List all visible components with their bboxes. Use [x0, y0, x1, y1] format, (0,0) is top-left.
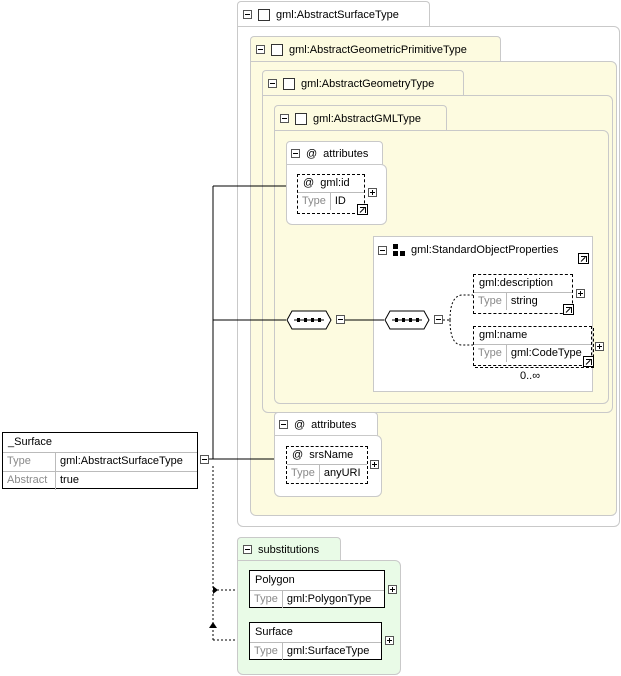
minus-icon[interactable] [243, 10, 252, 19]
plus-icon[interactable] [370, 460, 379, 469]
type-key: Type [474, 345, 507, 362]
element-name: gml:name [479, 329, 528, 341]
group-name: gml:StandardObjectProperties [411, 244, 559, 256]
element-name: gml:description [479, 277, 553, 289]
element-name: _Surface [8, 436, 53, 448]
multiplicity-shadow [475, 328, 594, 368]
attributes-tab[interactable]: @ attributes [286, 141, 383, 165]
element-name: Surface [255, 626, 293, 638]
element-type: string [510, 295, 538, 307]
substitutions-label: substitutions [258, 543, 320, 556]
type-key: Type [250, 591, 283, 608]
minus-icon[interactable] [280, 114, 289, 123]
attributes-label: attributes [311, 418, 357, 431]
tab-geometric-primitive-type[interactable]: gml:AbstractGeometricPrimitiveType [250, 36, 501, 62]
element-name: Polygon [255, 574, 295, 586]
minus-icon[interactable] [243, 545, 252, 554]
attribute-type: anyURI [323, 467, 361, 479]
plus-icon[interactable] [595, 342, 604, 351]
tab-gml-type[interactable]: gml:AbstractGMLType [274, 105, 447, 131]
minus-icon[interactable] [256, 45, 265, 54]
type-key: Type [298, 193, 331, 210]
minus-icon[interactable] [336, 315, 345, 324]
substitutions-tab[interactable]: substitutions [237, 537, 341, 561]
at-symbol: @ [306, 147, 318, 160]
plus-icon[interactable] [388, 585, 397, 594]
type-key: Type [250, 643, 283, 660]
type-label: gml:AbstractGeometricPrimitiveType [289, 43, 467, 56]
minus-icon[interactable] [291, 149, 300, 158]
sequence-icon[interactable] [286, 310, 332, 330]
minus-icon[interactable] [268, 79, 277, 88]
attributes-label: attributes [323, 147, 369, 160]
plus-icon[interactable] [368, 188, 377, 197]
at-symbol: @ [292, 449, 304, 461]
at-symbol: @ [303, 177, 315, 189]
element-type: gml:SurfaceType [286, 645, 370, 657]
plus-icon[interactable] [576, 289, 585, 298]
attribute-name: srsName [309, 449, 354, 461]
minus-icon[interactable] [378, 245, 387, 255]
type-key: Type [287, 465, 320, 482]
type-key: Type [3, 453, 56, 471]
type-label: gml:AbstractSurfaceType [276, 8, 399, 21]
abstract-value: true [60, 474, 79, 486]
attribute-name: gml:id [320, 177, 350, 189]
surface-element[interactable]: _Surface Type gml:AbstractSurfaceType Abs… [2, 432, 198, 490]
link-arrow-icon[interactable] [357, 204, 368, 215]
tab-geometry-type[interactable]: gml:AbstractGeometryType [262, 70, 464, 96]
type-key: Type [474, 293, 507, 310]
checkbox-icon[interactable] [283, 77, 295, 90]
tab-abstract-surface-type[interactable]: gml:AbstractSurfaceType [237, 1, 430, 27]
checkbox-icon[interactable] [271, 43, 283, 56]
at-symbol: @ [294, 418, 306, 431]
type-label: gml:AbstractGMLType [313, 112, 421, 125]
link-arrow-icon[interactable] [578, 253, 589, 264]
minus-icon[interactable] [434, 315, 443, 324]
minus-icon[interactable] [200, 455, 209, 464]
abstract-key: Abstract [3, 472, 56, 490]
sequence-icon[interactable] [384, 310, 430, 330]
link-arrow-icon[interactable] [583, 356, 594, 367]
attributes-tab[interactable]: @ attributes [274, 412, 378, 436]
plus-icon[interactable] [385, 636, 394, 645]
element-type: gml:AbstractSurfaceType [60, 455, 183, 467]
element-type: gml:CodeType [510, 347, 582, 359]
element-type: gml:PolygonType [286, 593, 372, 605]
minus-icon[interactable] [279, 420, 288, 429]
checkbox-icon[interactable] [258, 8, 270, 21]
group-icon [393, 244, 405, 256]
attribute-type: ID [334, 195, 346, 207]
type-label: gml:AbstractGeometryType [301, 77, 435, 90]
link-arrow-icon[interactable] [563, 304, 574, 315]
occurs-label: 0..∞ [520, 370, 541, 382]
checkbox-icon[interactable] [295, 112, 307, 125]
